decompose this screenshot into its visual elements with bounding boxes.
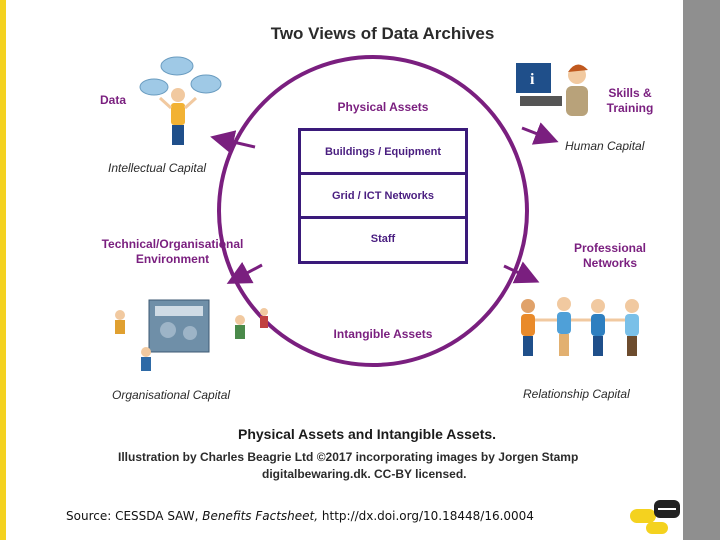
grey-side-bar [683, 0, 720, 540]
laptop-person-illustration: i [516, 63, 588, 116]
people-network-illustration [521, 297, 639, 356]
box-buildings-equipment: Buildings / Equipment [301, 131, 465, 175]
data-person-illustration [139, 56, 222, 145]
arrow-to-intellectual-capital [210, 130, 256, 154]
assets-circle [217, 55, 529, 367]
intellectual-capital-caption: Intellectual Capital [108, 161, 207, 175]
svg-text:i: i [530, 71, 535, 88]
source-link[interactable]: http://dx.doi.org/10.18448/16.0004 [321, 509, 534, 523]
arrow-to-organisational-capital [226, 261, 263, 284]
arrow-to-human-capital [521, 122, 559, 145]
skills-training-label: Skills & Training [606, 86, 654, 115]
relationship-capital-caption: Relationship Capital [523, 387, 630, 401]
physical-assets-label: Physical Assets [337, 100, 429, 114]
arrow-to-relationship-capital [503, 261, 540, 284]
diagram-title: Two Views of Data Archives [270, 24, 495, 43]
organisational-capital-caption: Organisational Capital [112, 388, 231, 402]
box-staff: Staff [370, 233, 396, 245]
yellow-side-bar [0, 0, 6, 540]
box-grid-ict-networks: Grid / ICT Networks [301, 175, 465, 219]
caption-heading: Physical Assets and Intangible Assets. [238, 426, 497, 442]
physical-assets-box: Buildings / Equipment Grid / ICT Network… [298, 128, 468, 264]
cessda-logo [630, 500, 680, 534]
source-citation: Source: CESSDA SAW, Benefits Factsheet, … [66, 509, 534, 523]
professional-networks-label: Professional Networks [573, 241, 647, 270]
intangible-assets-label: Intangible Assets [333, 327, 433, 341]
organisational-machine-illustration [115, 299, 268, 371]
technical-environment-label: Technical/Organisational Environment [101, 237, 244, 266]
human-capital-caption: Human Capital [565, 139, 645, 153]
caption-credit: Illustration by Charles Beagrie Ltd ©201… [118, 450, 579, 481]
data-label: Data [100, 93, 127, 107]
